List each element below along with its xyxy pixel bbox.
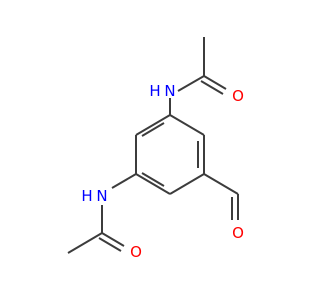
atom-o-top: O bbox=[232, 87, 244, 105]
acetamide-top bbox=[169, 37, 227, 115]
double-bond-co-top bbox=[200, 80, 224, 95]
aldehyde-group bbox=[203, 173, 239, 220]
atom-n-left: N bbox=[96, 187, 107, 205]
ring-inner-double-bond bbox=[141, 172, 165, 187]
ring-bond bbox=[135, 114, 171, 136]
atom-o-aldehyde: O bbox=[232, 224, 244, 242]
bond-ring-aldehyde bbox=[203, 173, 239, 195]
ring-inner-double-bond bbox=[141, 122, 165, 137]
bond-carbonyl-methyl-left bbox=[67, 232, 103, 254]
ring-bond bbox=[169, 114, 205, 136]
bond-n-carbonyl-top bbox=[177, 75, 205, 92]
molecule-structure: N H O N H O O bbox=[67, 37, 244, 261]
atom-n-top: N bbox=[164, 82, 175, 100]
atom-o-bottom: O bbox=[130, 243, 142, 261]
ring-bond bbox=[169, 173, 205, 195]
acetamide-left bbox=[67, 173, 137, 254]
atom-h-top: H bbox=[149, 82, 160, 100]
atom-h-left: H bbox=[81, 187, 92, 205]
bond-ring-n-left bbox=[111, 173, 137, 189]
ring-bond bbox=[135, 173, 171, 195]
double-bond-co-top bbox=[203, 75, 227, 90]
double-bond-co-left bbox=[98, 237, 122, 252]
double-bond-co-left bbox=[101, 232, 125, 247]
benzene-ring bbox=[135, 114, 205, 195]
